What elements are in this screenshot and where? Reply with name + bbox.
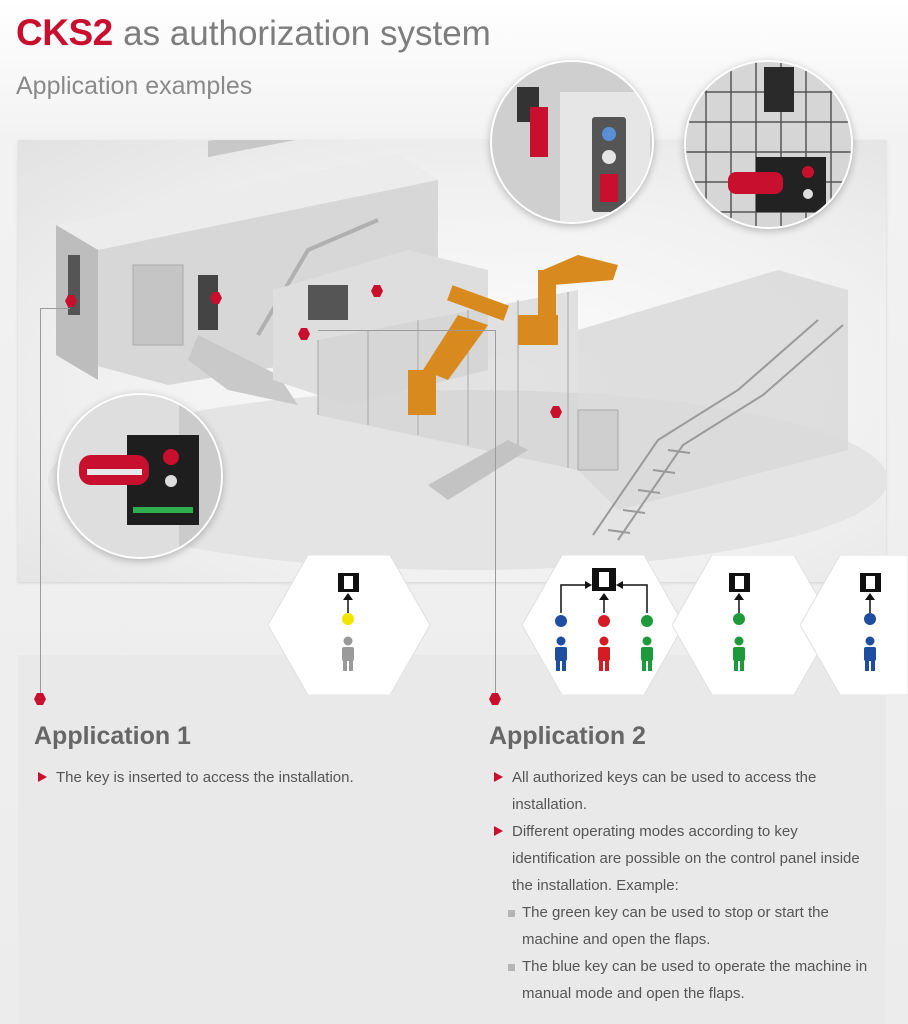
application1-marker [34,693,46,705]
key-icon [864,613,876,625]
list-item: Different operating modes according to k… [494,818,869,899]
title-brand: CKS2 [16,12,113,53]
marker-dot [210,292,222,304]
key-icon [733,613,745,625]
marker-dot [65,295,77,307]
hex-application2-blue-key [800,555,908,695]
callout-door-handle [57,393,223,559]
page-subtitle: Application examples [16,72,253,100]
key-icon [555,615,567,627]
lock-device-icon [592,568,616,591]
hex-application2-all-keys [522,555,684,695]
person-icon [598,636,610,671]
arrow-up-icon [865,593,875,613]
callout-door-switch [490,60,654,224]
leader-line [495,330,496,698]
person-icon [864,636,876,671]
list-item: The key is inserted to access the instal… [38,764,438,791]
hex-application1-keys [268,555,430,695]
arrow-up-icon [734,593,744,613]
hex-application2-green-key [672,555,834,695]
callout-control-panel [684,60,853,229]
lock-device-icon [860,573,881,592]
leader-line [318,330,496,331]
list-item: The blue key can be used to operate the … [508,953,869,1007]
person-icon [733,636,745,671]
person-icon [555,636,567,671]
key-icon [342,613,354,625]
application2-marker [489,693,501,705]
marker-dot [371,285,383,297]
person-icon [342,636,354,671]
key-icon [598,615,610,627]
title-text: as authorization system [123,14,491,53]
application1-bullets: The key is inserted to access the instal… [38,764,438,791]
arrow-up-icon [343,593,353,613]
list-item: All authorized keys can be used to acces… [494,764,869,818]
application2-heading: Application 2 [489,722,646,750]
sub-list-container: The green key can be used to stop or sta… [494,899,869,1007]
leader-line [40,308,41,698]
page-title: CKS2 as authorization system [16,12,491,58]
leader-line [40,308,70,309]
list-item: The green key can be used to stop or sta… [508,899,869,953]
applications-panel [18,655,886,1024]
application2-bullets: All authorized keys can be used to acces… [494,764,869,1007]
lock-device-icon [729,573,750,592]
marker-dot [298,328,310,340]
lock-device-icon [338,573,359,592]
key-icon [641,615,653,627]
person-icon [641,636,653,671]
marker-dot [550,406,562,418]
application1-heading: Application 1 [34,722,191,750]
application2-subbullets: The green key can be used to stop or sta… [508,899,869,1007]
